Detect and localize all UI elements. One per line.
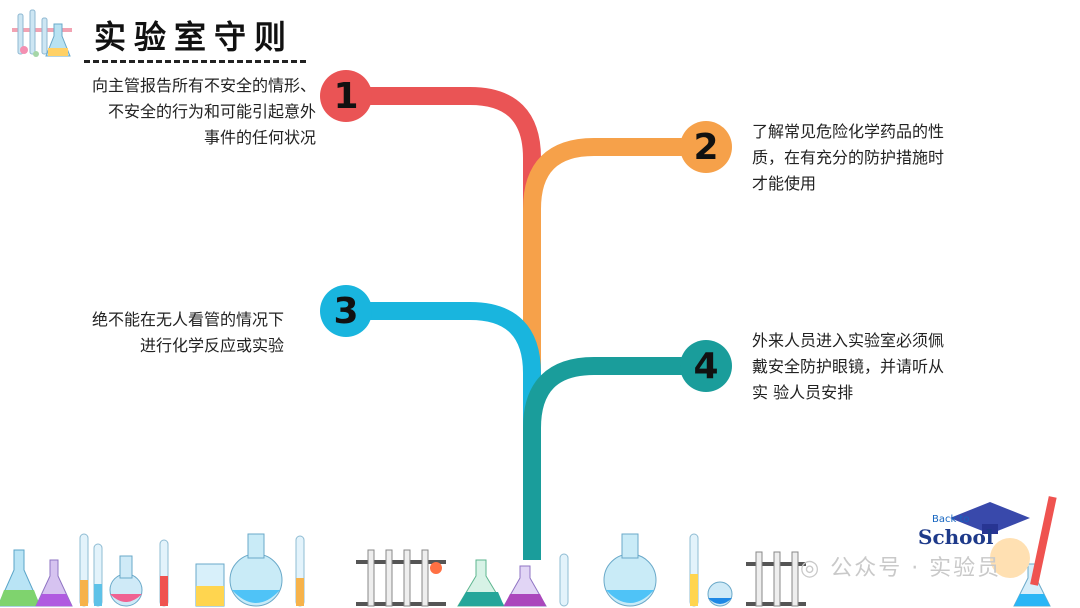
rule-text-4: 外来人员进入实验室必须佩 戴安全防护眼镜，并请听从 实 验人员安排	[752, 328, 944, 406]
rule-text-line: 质，在有充分的防护措施时	[752, 148, 945, 167]
beaker-icon	[195, 563, 225, 607]
rule-text-line: 了解常见危险化学药品的性	[752, 122, 945, 141]
rule-number-badge-2: 2	[680, 121, 732, 173]
rule-text-line: 事件的任何状况	[203, 128, 316, 147]
flask-icon	[503, 565, 547, 607]
branch-red	[341, 87, 541, 339]
pencil-icon	[1030, 496, 1057, 586]
back-to-school-illustration: Back to School	[918, 496, 1057, 586]
graduation-cap-icon	[950, 502, 1030, 534]
lab-glassware-decoration	[0, 533, 1051, 607]
rule-number-badge-1: 1	[320, 70, 372, 122]
flask-icon	[707, 581, 733, 607]
rule-text-line: 绝不能在无人看管的情况下	[91, 310, 284, 329]
rule-number-badge-4: 4	[680, 340, 732, 392]
rule-text-line: 不安全的行为和可能引起意外	[107, 102, 316, 121]
lab-flask-logo-icon	[12, 9, 72, 57]
watermark: ◎ 公众号 · 实验员	[800, 550, 1001, 582]
flask-icon	[109, 555, 143, 607]
rule-text-line: 外来人员进入实验室必须佩	[752, 331, 945, 350]
flask-icon	[603, 533, 657, 607]
page-title: 实验室守则	[94, 18, 295, 56]
rule-text-1: 向主管报告所有不安全的情形、 不安全的行为和可能引起意外 事件的任何状况	[92, 73, 316, 151]
rule-text-line: 实 验人员安排	[752, 383, 854, 402]
flask-icon	[35, 559, 73, 607]
test-tube-rack-icon	[746, 551, 806, 607]
rule-text-2: 了解常见危险化学药品的性 质，在有充分的防护措施时 才能使用	[752, 119, 944, 197]
test-tube-icon	[689, 533, 699, 607]
flask-icon	[0, 549, 41, 607]
rule-text-line: 才能使用	[752, 174, 817, 193]
student-face-icon	[990, 538, 1030, 578]
branch-orange	[523, 138, 706, 400]
wechat-icon: ◎	[800, 556, 822, 581]
watermark-text: 公众号 · 实验员	[830, 556, 1002, 581]
test-tube-icon	[295, 535, 305, 607]
rule-text-line: 向主管报告所有不安全的情形、	[91, 76, 316, 95]
test-tube-icon	[559, 553, 569, 607]
flask-icon	[457, 559, 505, 607]
rule-number-badge-3: 3	[320, 285, 372, 337]
test-tube-icon	[93, 543, 103, 607]
branch-teal	[523, 357, 706, 560]
rule-text-line: 戴安全防护眼镜，并请听从	[752, 357, 945, 376]
badge-line-2: School	[918, 525, 994, 549]
test-tube-icon	[79, 533, 89, 607]
test-tube-rack-icon	[356, 549, 446, 607]
branch-blue	[346, 302, 541, 450]
badge-line-1: Back to	[932, 514, 970, 525]
rule-text-3: 绝不能在无人看管的情况下 进行化学反应或实验	[92, 307, 284, 359]
rule-text-line: 进行化学反应或实验	[139, 336, 284, 355]
flask-icon	[229, 533, 283, 607]
test-tube-icon	[159, 539, 169, 607]
title-underline	[84, 60, 306, 63]
